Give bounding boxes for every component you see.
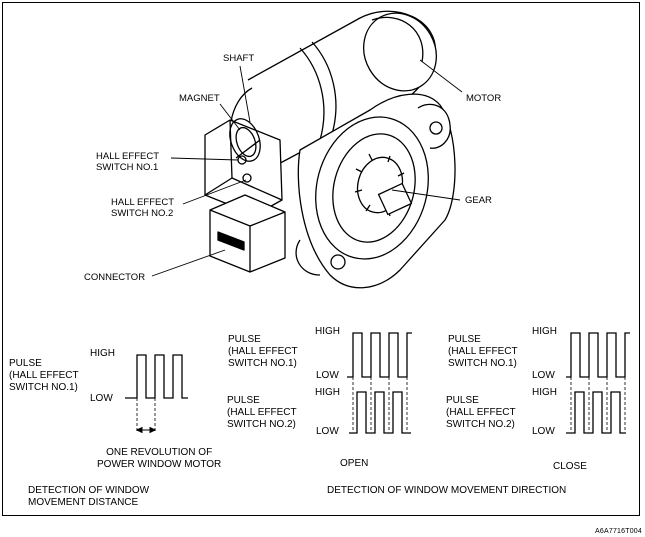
open-low-1-label: LOW (316, 370, 339, 381)
distance-caption: DETECTION OF WINDOW MOVEMENT DISTANCE (28, 485, 150, 508)
hall1-leader (170, 157, 239, 161)
gear-label: GEAR (465, 195, 492, 206)
shaft-line (235, 139, 261, 159)
connector-body (209, 194, 286, 273)
open-high-1-label: HIGH (315, 326, 340, 337)
open-label: OPEN (340, 458, 369, 469)
close-high-2-label: HIGH (532, 387, 557, 398)
direction-caption: DETECTION OF WINDOW MOVEMENT DIRECTION (327, 485, 567, 496)
close-signal1-label: PULSE (HALL EFFECT SWITCH NO.1) (448, 334, 518, 369)
shaft-label: SHAFT (223, 53, 255, 64)
close-signal2-label: PULSE (HALL EFFECT SWITCH NO.2) (446, 395, 516, 430)
revolution-arrow (135, 426, 157, 434)
close-high-1-label: HIGH (532, 326, 557, 337)
figure-frame (2, 2, 640, 516)
motor-leader (419, 59, 463, 93)
hall-switch-1-label: HALL EFFECT SWITCH NO.1 (96, 151, 159, 173)
magnet-ring (229, 118, 261, 162)
motor-label: MOTOR (466, 93, 502, 104)
distance-pulse-wave (125, 354, 188, 399)
connector-label: CONNECTOR (84, 272, 146, 283)
close-low-1-label: LOW (532, 370, 555, 381)
open-switch2-wave (349, 391, 411, 434)
open-signal1-label: PULSE (HALL EFFECT SWITCH NO.1) (228, 334, 298, 369)
image-code: A6A7716T004 (595, 528, 642, 535)
close-label: CLOSE (553, 461, 587, 472)
magnet-label: MAGNET (179, 93, 220, 104)
connector-leader (151, 249, 226, 277)
open-signal2-label: PULSE (HALL EFFECT SWITCH NO.2) (227, 395, 297, 430)
close-low-2-label: LOW (532, 426, 555, 437)
close-switch1-wave (566, 332, 630, 378)
open-switch1-wave (347, 332, 412, 378)
open-high-2-label: HIGH (315, 387, 340, 398)
close-switch2-wave (566, 391, 626, 434)
distance-low-label: LOW (90, 393, 113, 404)
hall2-leader (182, 179, 247, 205)
revolution-note: ONE REVOLUTION OF POWER WINDOW MOTOR (97, 447, 222, 470)
hall-switch-2-label: HALL EFFECT SWITCH NO.2 (111, 197, 174, 219)
magnet-leader (219, 103, 241, 131)
gear-leader (391, 189, 461, 201)
distance-signal-label: PULSE (HALL EFFECT SWITCH NO.1) (9, 358, 79, 393)
shaft-leader (239, 65, 251, 123)
open-low-2-label: LOW (316, 426, 339, 437)
distance-high-label: HIGH (90, 348, 115, 359)
